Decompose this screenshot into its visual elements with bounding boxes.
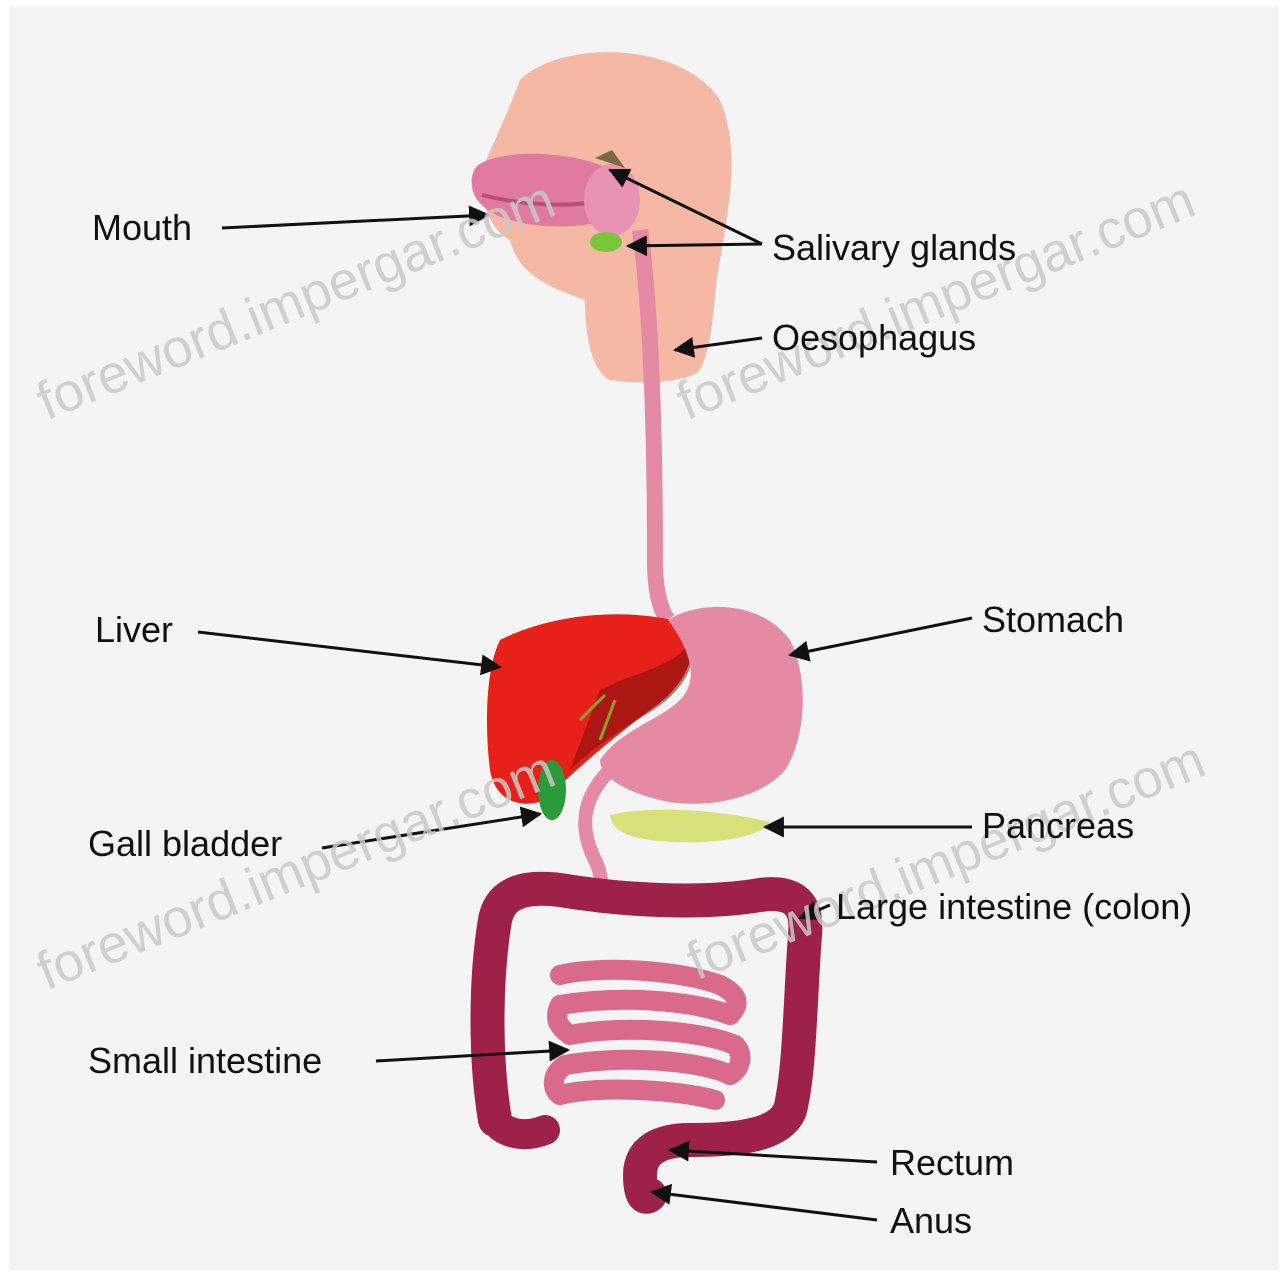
head <box>472 52 732 382</box>
label-rectum: Rectum <box>890 1145 1014 1181</box>
colon-organ <box>488 889 806 1197</box>
label-mouth: Mouth <box>92 210 192 246</box>
label-pancreas: Pancreas <box>982 808 1134 844</box>
label-gall-bladder: Gall bladder <box>88 826 282 862</box>
salivary-gland-organ <box>590 232 622 252</box>
small-intestine-organ <box>554 970 741 1100</box>
label-anus: Anus <box>890 1203 972 1239</box>
label-salivary-glands: Salivary glands <box>772 230 1016 266</box>
gall-bladder-organ <box>538 760 566 820</box>
pancreas-organ <box>610 810 770 843</box>
label-stomach: Stomach <box>982 602 1124 638</box>
label-liver: Liver <box>95 612 173 648</box>
tongue <box>584 164 640 236</box>
label-oesophagus: Oesophagus <box>772 320 976 356</box>
label-large-intestine: Large intestine (colon) <box>836 889 1192 925</box>
label-small-intestine: Small intestine <box>88 1043 322 1079</box>
